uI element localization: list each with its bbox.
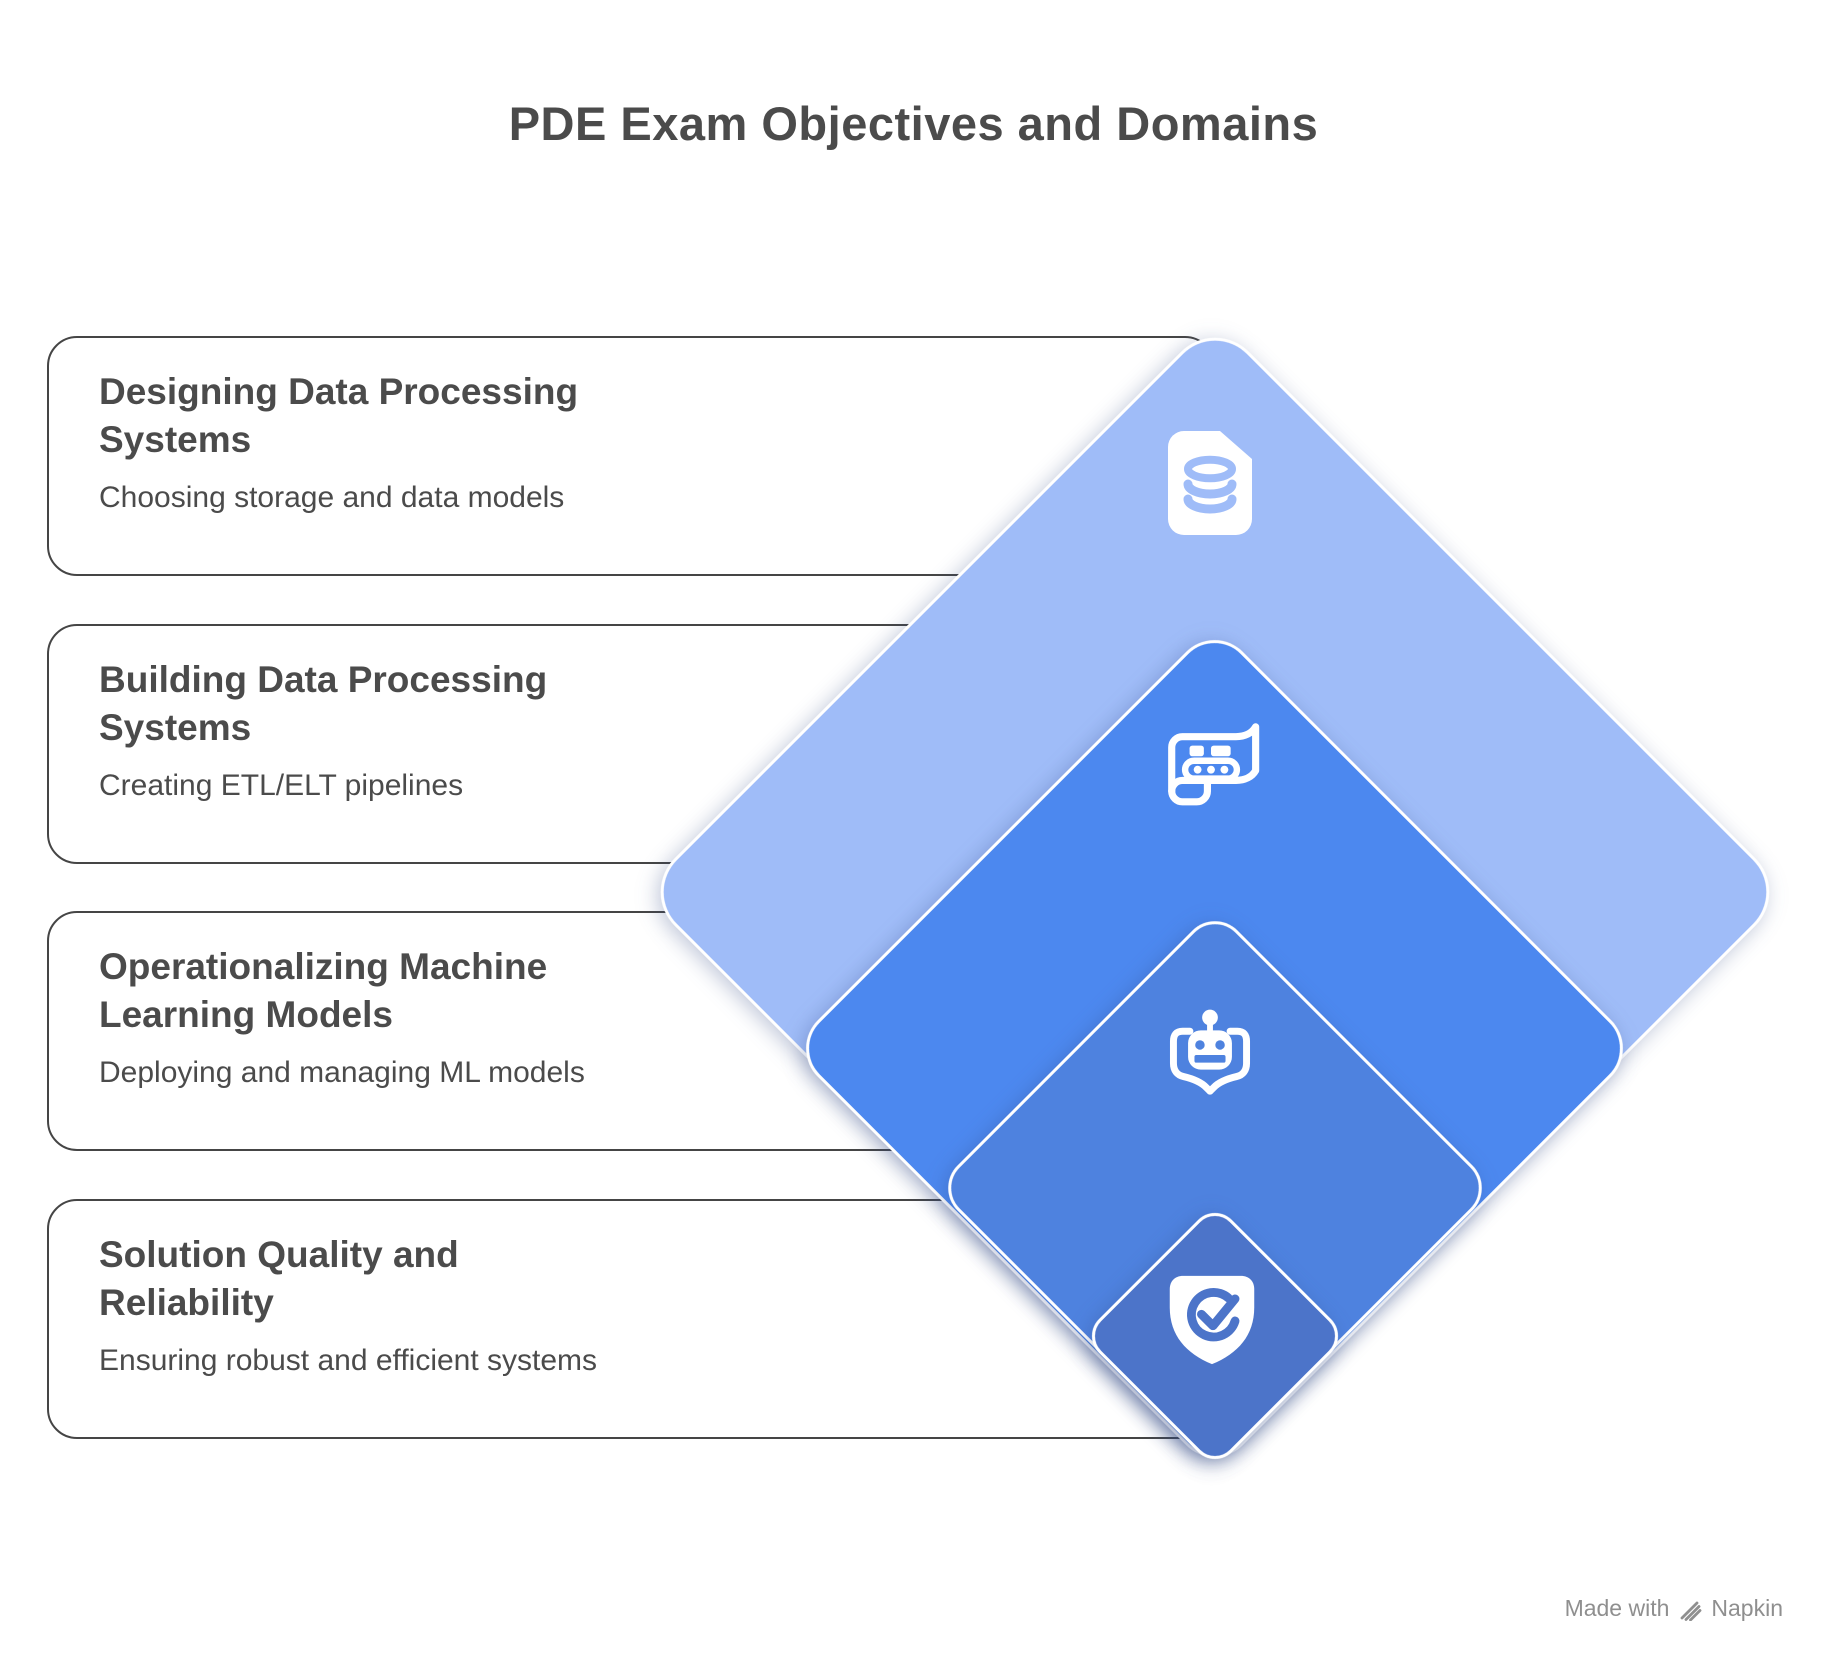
card-description: Deploying and managing ML models	[99, 1056, 585, 1090]
shield-check-icon	[1165, 1272, 1259, 1368]
card-building-data-processing: Building Data Processing Systems Creatin…	[47, 624, 1215, 864]
pipeline-scroll-icon-svg	[1168, 723, 1260, 806]
shield-check-icon-svg	[1169, 1275, 1255, 1365]
card-description: Creating ETL/ELT pipelines	[99, 769, 464, 803]
pipeline-scroll-icon	[1161, 720, 1261, 814]
ml-robot-book-icon-svg	[1169, 1009, 1251, 1095]
card-description: Choosing storage and data models	[99, 481, 565, 515]
napkin-logo-icon	[1680, 1601, 1702, 1621]
card-description: Ensuring robust and efficient systems	[99, 1344, 598, 1378]
card-designing-data-processing: Designing Data Processing Systems Choosi…	[47, 336, 1215, 576]
napkin-brand-text: Napkin	[1711, 1595, 1783, 1621]
card-title: Solution Quality and Reliability	[99, 1234, 459, 1324]
page-title: PDE Exam Objectives and Domains	[508, 97, 1319, 150]
made-with-text: Made with	[1564, 1595, 1670, 1621]
ml-robot-book-icon	[1157, 1006, 1263, 1104]
card-solution-quality: Solution Quality and Reliability Ensurin…	[47, 1199, 1215, 1439]
data-file-icon-svg	[1168, 431, 1252, 535]
data-file-icon	[1168, 431, 1252, 535]
card-title: Building Data Processing Systems	[99, 659, 548, 749]
card-title: Designing Data Processing Systems	[99, 371, 579, 461]
card-operationalizing-ml: Operationalizing Machine Learning Models…	[47, 911, 1215, 1151]
made-with-napkin-footer: Made with Napkin	[1565, 1595, 1783, 1622]
card-title: Operationalizing Machine Learning Models	[99, 946, 548, 1036]
